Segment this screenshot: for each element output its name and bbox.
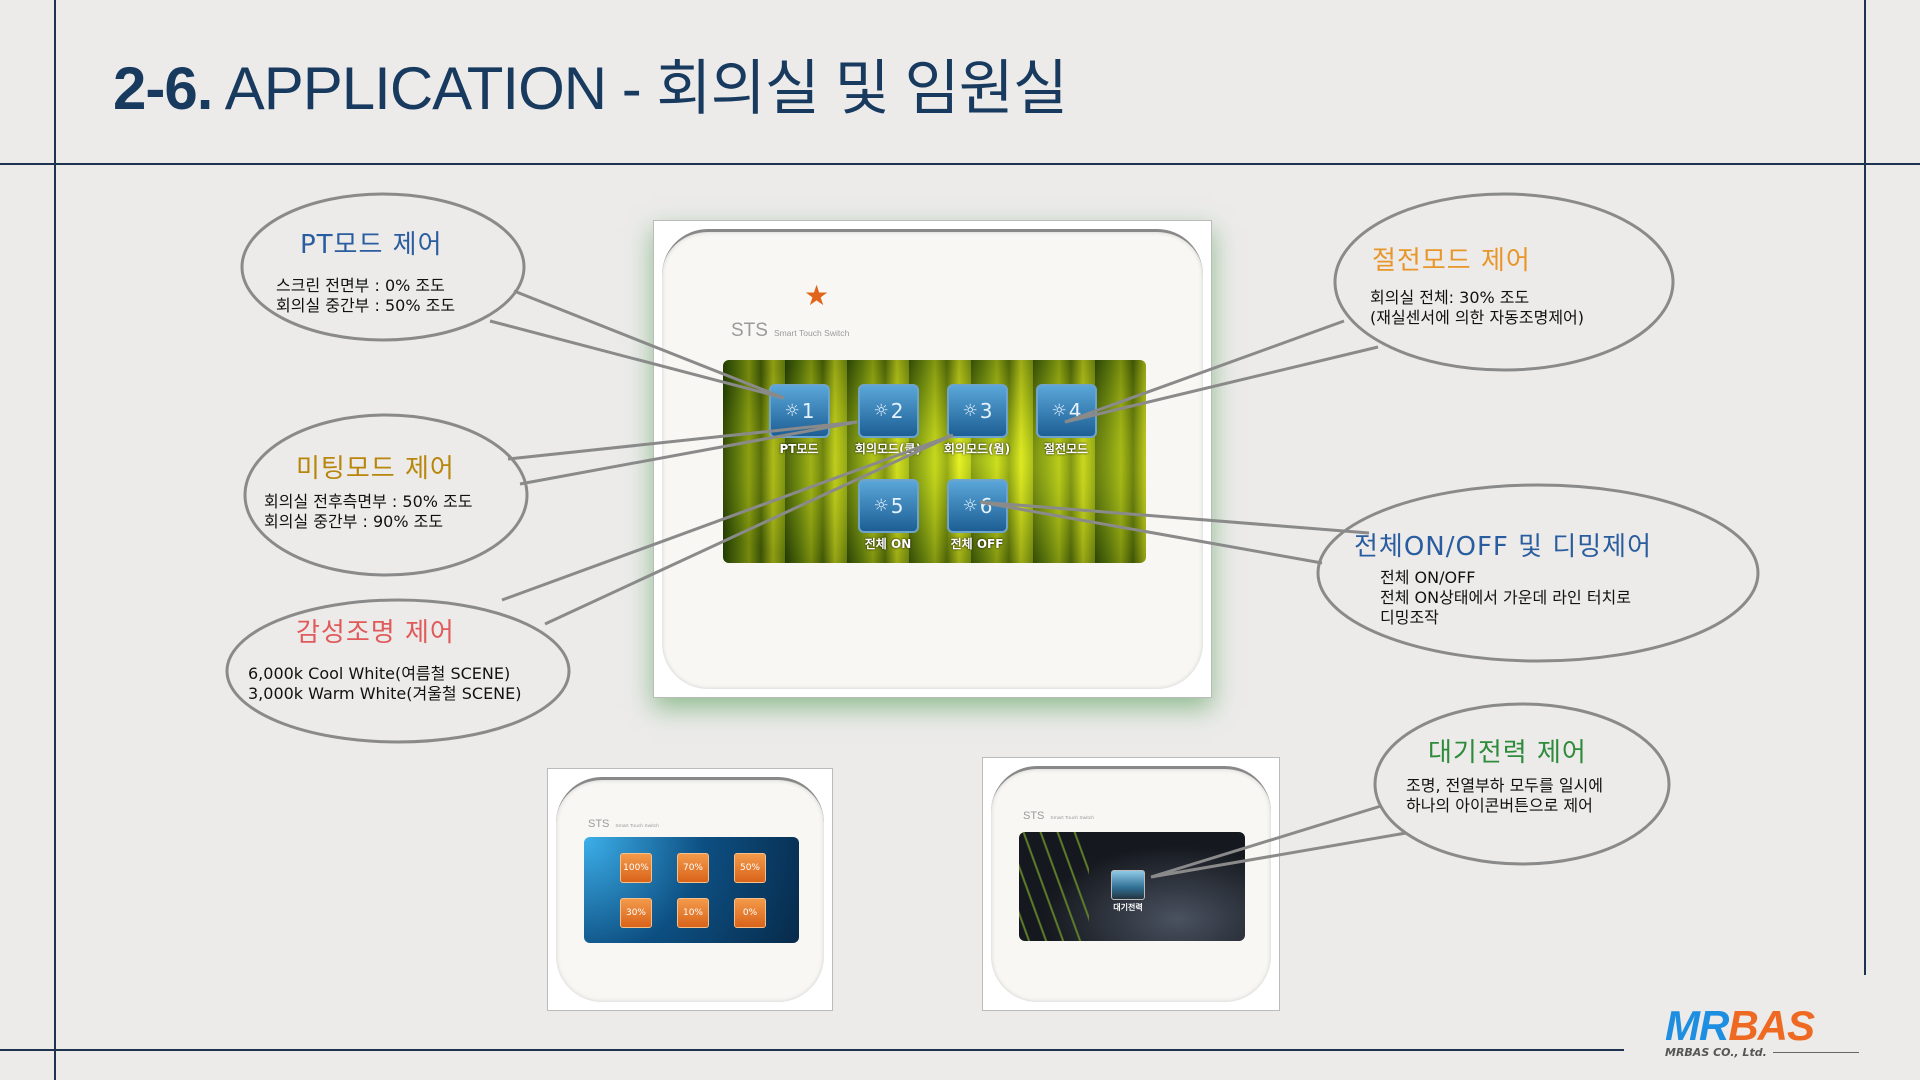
mrbas-logo: MRBAS MRBAS CO., Ltd. <box>1665 1005 1859 1059</box>
standby-power-button[interactable] <box>1111 870 1145 900</box>
scene-screen: 100% 70% 50% 30% 10% 0% <box>584 837 799 943</box>
scene-button-10%[interactable]: 10% <box>677 898 709 928</box>
bubble-title-all: 전체ON/OFF 및 디밍제어 <box>1354 532 1653 562</box>
mode-button-label: 전체 OFF <box>950 537 1004 551</box>
sun-icon: ☼ <box>962 401 978 421</box>
bubble-title-saving: 절전모드 제어 <box>1372 246 1531 276</box>
bubble-title-standby: 대기전력 제어 <box>1428 738 1587 768</box>
scene-button-100%[interactable]: 100% <box>620 853 652 883</box>
bubble-title-meeting: 미팅모드 제어 <box>296 454 455 484</box>
scene-button-0%[interactable]: 0% <box>734 898 766 928</box>
sun-icon: ☼ <box>784 401 800 421</box>
scene-button-70%[interactable]: 70% <box>677 853 709 883</box>
sun-icon: ☼ <box>1051 401 1067 421</box>
sun-icon: ☼ <box>873 496 889 516</box>
bubble-title-emotion: 감성조명 제어 <box>296 618 455 648</box>
bubble-text-pt: 회의실 중간부 : 50% 조도 <box>276 296 456 315</box>
page-title: 2-6. APPLICATION - 회의실 및 임원실 <box>113 40 1068 127</box>
mode-button-label: 절전모드 <box>1043 442 1089 456</box>
bubble-text-meeting: 회의실 중간부 : 90% 조도 <box>264 512 444 531</box>
bubble-text-saving: (재실센서에 의한 자동조명제어) <box>1370 308 1585 327</box>
bubble-text-standby: 하나의 아이콘버튼으로 제어 <box>1406 796 1593 815</box>
bubble-outline-pt <box>240 192 526 342</box>
bubble-text-all: 전체 ON/OFF <box>1380 568 1476 587</box>
bubble-text-all: 디밍조작 <box>1380 608 1439 627</box>
header-divider <box>0 163 1920 165</box>
title-text: APPLICATION - 회의실 및 임원실 <box>224 55 1068 122</box>
mode-button-label: 회의모드(웜) <box>943 442 1011 456</box>
bubble-outline-saving <box>1333 192 1675 372</box>
star-icon: ★ <box>804 279 830 312</box>
left-border <box>54 0 56 1080</box>
right-border <box>1864 0 1866 975</box>
bubble-text-meeting: 회의실 전후측면부 : 50% 조도 <box>264 492 473 511</box>
scene-button-30%[interactable]: 30% <box>620 898 652 928</box>
mode-button-1[interactable]: ☼1 <box>769 384 830 438</box>
mode-button-5[interactable]: ☼5 <box>858 479 919 533</box>
sun-icon: ☼ <box>873 401 889 421</box>
bubble-text-emotion: 6,000k Cool White(여름철 SCENE) <box>248 664 511 683</box>
title-number: 2-6. <box>113 55 213 122</box>
bubble-text-standby: 조명, 전열부하 모두를 일시에 <box>1406 776 1603 795</box>
standby-label: 대기전력 <box>1113 903 1143 912</box>
sun-icon: ☼ <box>962 496 978 516</box>
standby-screen: 대기전력 <box>1019 832 1245 941</box>
bubble-text-emotion: 3,000k Warm White(겨울철 SCENE) <box>248 684 522 703</box>
mode-button-6[interactable]: ☼6 <box>947 479 1008 533</box>
mode-button-2[interactable]: ☼2 <box>858 384 919 438</box>
mode-button-4[interactable]: ☼4 <box>1036 384 1097 438</box>
footer-divider <box>0 1049 1624 1051</box>
bubble-text-all: 전체 ON상태에서 가운데 라인 터치로 <box>1380 588 1631 607</box>
mode-button-3[interactable]: ☼3 <box>947 384 1008 438</box>
bubble-text-pt: 스크린 전면부 : 0% 조도 <box>276 276 445 295</box>
scene-button-50%[interactable]: 50% <box>734 853 766 883</box>
bubble-text-saving: 회의실 전체: 30% 조도 <box>1370 288 1530 307</box>
bubble-title-pt: PT모드 제어 <box>300 230 443 260</box>
